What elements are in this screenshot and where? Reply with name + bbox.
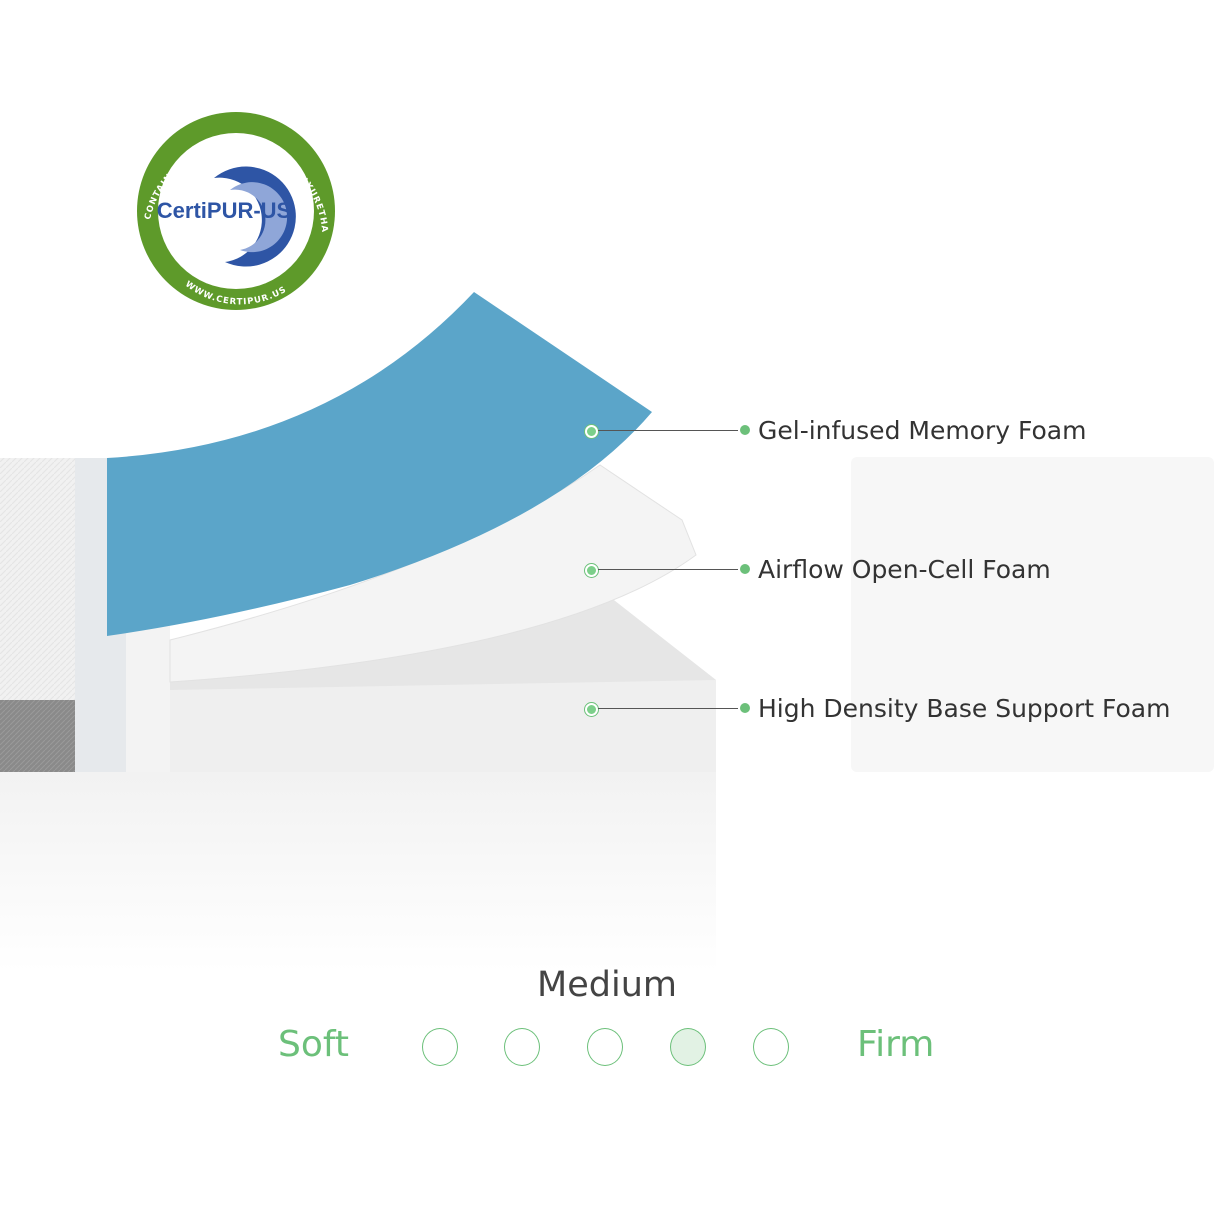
callout-anchor-dot bbox=[585, 703, 598, 716]
callout-anchor-dot bbox=[585, 425, 598, 438]
floor-reflection bbox=[0, 772, 716, 972]
firmness-level-3 bbox=[587, 1028, 623, 1066]
bullet-dot bbox=[740, 564, 750, 574]
firmness-min-label: Soft bbox=[278, 1024, 350, 1065]
firmness-level-2 bbox=[504, 1028, 540, 1066]
callout-base-foam: High Density Base Support Foam bbox=[740, 693, 1170, 723]
background-mattress bbox=[851, 457, 1214, 772]
callout-gel-foam: Gel-infused Memory Foam bbox=[740, 415, 1086, 445]
callout-line bbox=[598, 569, 738, 570]
callout-line bbox=[598, 430, 738, 431]
bullet-dot bbox=[740, 425, 750, 435]
gel-memory-foam-layer bbox=[107, 292, 652, 636]
firmness-level-1 bbox=[422, 1028, 458, 1066]
layer-label: Airflow Open-Cell Foam bbox=[758, 554, 1051, 584]
layer-label: Gel-infused Memory Foam bbox=[758, 415, 1087, 445]
firmness-max-label: Firm bbox=[857, 1024, 935, 1065]
firmness-title: Medium bbox=[537, 965, 677, 1005]
firmness-level-4 bbox=[670, 1028, 706, 1066]
callout-anchor-dot bbox=[585, 564, 598, 577]
bullet-dot bbox=[740, 703, 750, 713]
layer-label: High Density Base Support Foam bbox=[758, 693, 1171, 723]
callout-line bbox=[598, 708, 738, 709]
firmness-level-5 bbox=[753, 1028, 789, 1066]
certipur-us-badge: CertiPUR-US CONTAINS CERTIFIED FLEXIBLE … bbox=[0, 0, 335, 310]
badge-logo-text: CertiPUR-US bbox=[157, 198, 291, 223]
callout-airflow-foam: Airflow Open-Cell Foam bbox=[740, 554, 1051, 584]
airflow-foam-layer bbox=[169, 464, 697, 683]
